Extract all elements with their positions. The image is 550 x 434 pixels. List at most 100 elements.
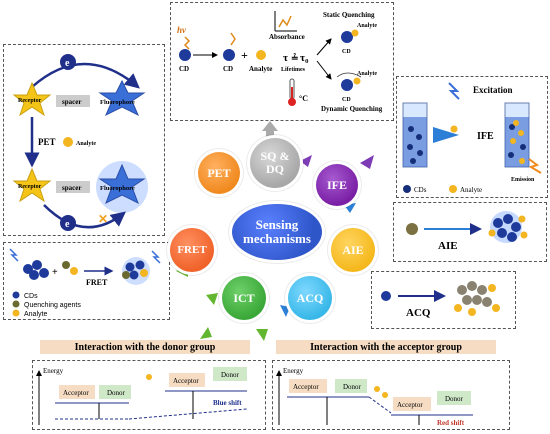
ife-circle[interactable]: IFE xyxy=(316,164,358,206)
sqdq-label-2: DQ xyxy=(266,162,284,176)
acceptor-panel-donor-1 xyxy=(335,379,367,393)
red-shift-label: Red shift xyxy=(437,419,465,427)
ife-label: IFE xyxy=(477,131,494,142)
fret-circle[interactable]: FRET xyxy=(170,228,214,272)
svg-text:Donor: Donor xyxy=(221,371,240,379)
pet-circle[interactable]: PET xyxy=(198,152,240,194)
static-cd-label: CD xyxy=(342,49,351,55)
svg-text:spacer: spacer xyxy=(62,98,81,106)
cds-legend-dot xyxy=(403,185,411,193)
donor-panel-acceptor-2 xyxy=(169,373,205,387)
center-circle[interactable]: Sensing mechanisms xyxy=(232,204,322,260)
legend-analyte: Analyte xyxy=(24,311,47,318)
acq-panel: ACQ xyxy=(371,271,516,329)
electron-icon-bottom xyxy=(60,215,76,231)
receptor-label-2: Receptor xyxy=(18,184,42,190)
aie-monomer xyxy=(406,223,418,235)
absorbance-label: Absorbance xyxy=(269,33,305,41)
svg-text:e: e xyxy=(65,219,70,230)
donor-energy-diagram: Energy Acceptor Donor Acceptor Donor Blu… xyxy=(36,367,248,425)
receptor-star-1 xyxy=(12,81,52,117)
analyte-label: Analyte xyxy=(249,65,272,73)
receptor-star-2 xyxy=(12,167,52,203)
sqdq-circle[interactable]: SQ & DQ xyxy=(250,138,300,188)
emission-icon xyxy=(528,158,542,174)
donor-panel-acceptor-1 xyxy=(59,385,95,399)
cd-dot-2 xyxy=(223,49,235,61)
fret-cluster-2 xyxy=(122,257,150,285)
fluorophore-label-1: Fluorophore xyxy=(100,99,135,106)
aie-mechanism-label: AIE xyxy=(342,242,364,257)
spacer-2 xyxy=(56,181,90,193)
fret-mechanism-label: FRET xyxy=(177,244,207,256)
acceptor-energy-diagram: Energy Acceptor Donor Acceptor Donor Red… xyxy=(276,367,473,427)
acq-mechanism-label: ACQ xyxy=(296,290,324,305)
acceptor-panel-acceptor-1 xyxy=(289,379,327,393)
temperature-label: °C xyxy=(299,94,308,103)
fluorophore-star-2 xyxy=(98,163,146,205)
transfer-arrow xyxy=(433,127,459,143)
svg-text:Acceptor: Acceptor xyxy=(63,389,89,397)
pet-label: PET xyxy=(38,137,56,147)
analyte-legend-dot xyxy=(449,185,457,193)
acceptor-energy-label: Energy xyxy=(283,367,304,375)
acceptor-panel-acceptor-2 xyxy=(393,397,431,411)
svg-text:Donor: Donor xyxy=(107,389,126,397)
svg-text:Acceptor: Acceptor xyxy=(293,383,319,391)
analyte-legend-label: Analyte xyxy=(460,186,482,194)
static-quenching-label: Static Quenching xyxy=(323,11,375,19)
analyte-dot xyxy=(256,50,266,60)
excitation-icon xyxy=(9,248,19,262)
blue-shift-label: Blue shift xyxy=(213,399,242,407)
dynamic-cd-label: CD xyxy=(342,97,351,103)
ict-circle[interactable]: ICT xyxy=(222,276,266,320)
static-analyte-label: Analyte xyxy=(357,23,377,29)
acceptor-energy-panel: Energy Acceptor Donor Acceptor Donor Red… xyxy=(272,360,510,430)
fret-label: FRET xyxy=(86,278,108,287)
donor-panel-donor-2 xyxy=(213,367,247,381)
quenching-panel: Absorbance hv CD CD + Analyte τ ≟ τ₀ Lif… xyxy=(170,2,394,121)
legend-quenching: Quenching agents xyxy=(24,302,81,309)
acq-circle[interactable]: ACQ xyxy=(288,276,332,320)
tau-symbol: τ xyxy=(283,52,288,64)
svg-text:✕: ✕ xyxy=(98,212,108,226)
acq-diagram: ACQ xyxy=(381,281,500,319)
ife-panel: Excitation IFE Emission CDs Analyte xyxy=(396,76,548,198)
aie-panel: AIE xyxy=(393,202,547,262)
svg-text:Acceptor: Acceptor xyxy=(397,401,423,409)
ife-mechanism-label: IFE xyxy=(326,177,347,192)
acq-label: ACQ xyxy=(406,307,431,319)
svg-text:Donor: Donor xyxy=(445,395,464,403)
aie-circle[interactable]: AIE xyxy=(331,228,375,272)
svg-text:spacer: spacer xyxy=(62,184,81,192)
light-wave-icon xyxy=(183,36,191,50)
quenching-diagram: Absorbance hv CD CD + Analyte τ ≟ τ₀ Lif… xyxy=(177,11,383,113)
plus-sign: + xyxy=(241,48,248,62)
excitation-label: Excitation xyxy=(473,85,513,95)
center-label-1: Sensing xyxy=(255,217,299,232)
cds-legend-label: CDs xyxy=(414,186,427,194)
receptor-label-1: Receptor xyxy=(18,98,42,104)
arrow-up xyxy=(262,121,278,137)
cd-label-1: CD xyxy=(179,65,189,73)
donor-panel-donor-1 xyxy=(99,385,131,399)
donor-energy-panel: Energy Acceptor Donor Acceptor Donor Blu… xyxy=(32,360,266,430)
analyte-label: Analyte xyxy=(76,141,96,147)
aie-diagram: AIE xyxy=(406,211,528,252)
pet-diagram: e Receptor spacer Fluorophore PET Analyt… xyxy=(12,54,148,231)
pet-mechanism-label: PET xyxy=(207,165,231,180)
acceptor-header: Interaction with the acceptor group xyxy=(276,340,496,354)
ife-diagram: Excitation IFE Emission CDs Analyte xyxy=(402,82,542,194)
svg-text:≟: ≟ xyxy=(291,53,299,63)
ict-mechanism-label: ICT xyxy=(233,290,255,305)
svg-text:+: + xyxy=(52,267,58,278)
fret-cluster-1 xyxy=(23,260,49,280)
cd-dot-1 xyxy=(179,49,191,61)
electron-icon-top xyxy=(60,54,76,70)
legend-cds: CDs xyxy=(24,293,38,300)
spacer-1 xyxy=(56,95,90,107)
pet-panel: e Receptor spacer Fluorophore PET Analyt… xyxy=(3,44,165,236)
donor-header: Interaction with the donor group xyxy=(40,340,250,354)
lifetimes-label: Lifetimes xyxy=(281,67,306,73)
absorbance-plot: Absorbance xyxy=(269,11,305,41)
